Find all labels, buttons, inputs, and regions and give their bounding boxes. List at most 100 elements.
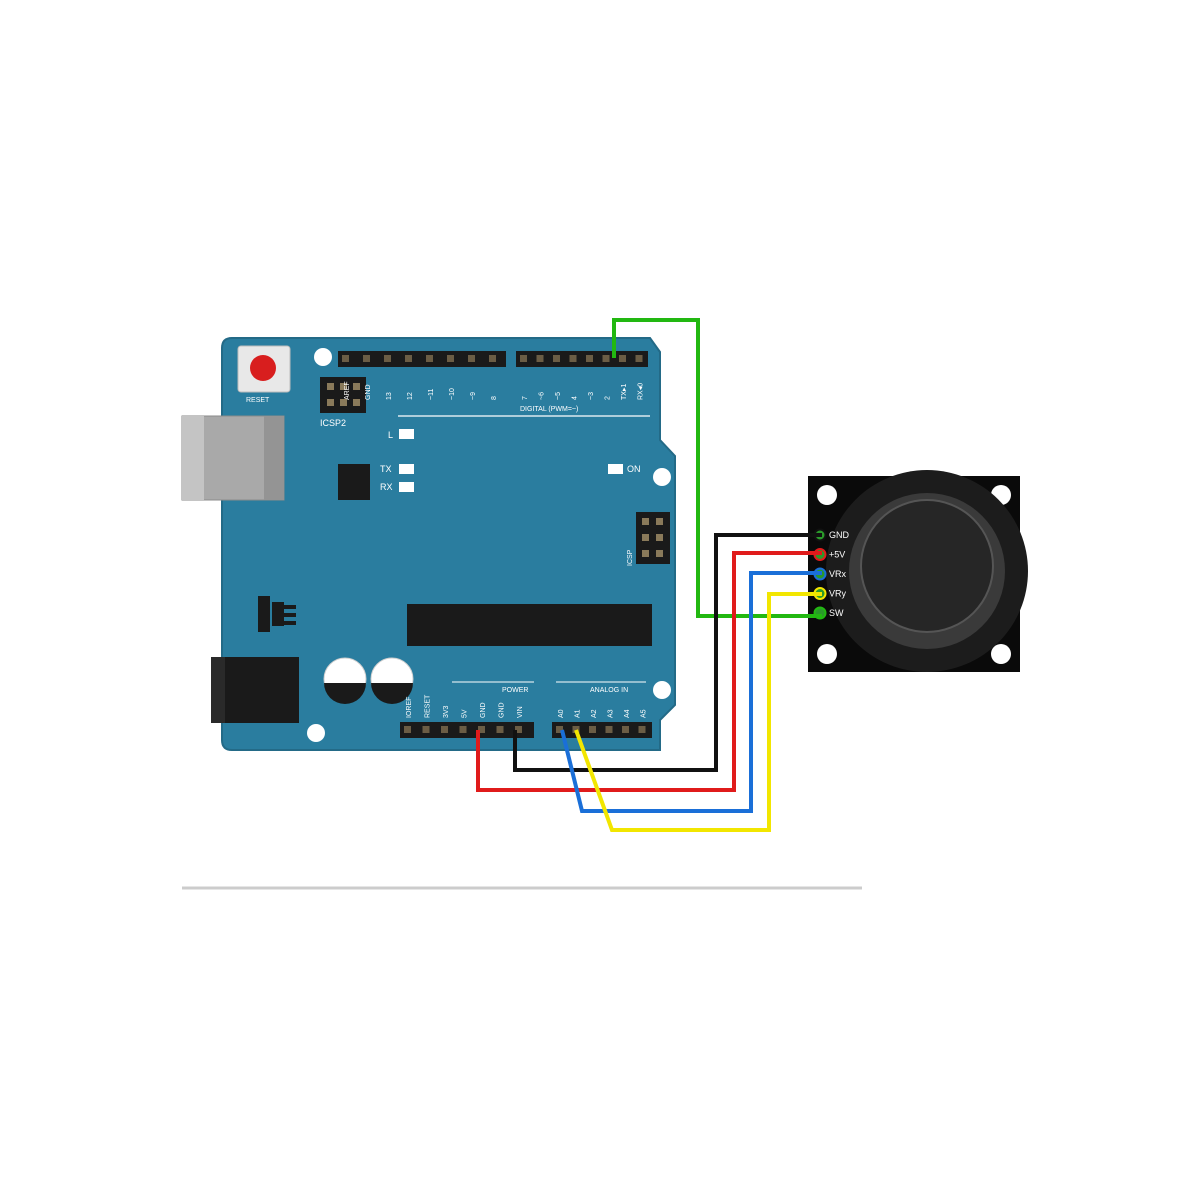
led-on-label: ON — [627, 464, 641, 474]
digital-pin[interactable] — [586, 355, 593, 362]
led-rx — [399, 482, 414, 492]
digital-pin-label: 8 — [491, 396, 498, 400]
power-pin[interactable] — [459, 726, 467, 733]
led-rx-label: RX — [380, 482, 393, 492]
analog-pin[interactable] — [572, 726, 580, 733]
digital-pin-label: TX▸1 — [621, 384, 628, 400]
power-pin-label: 3V3 — [443, 705, 450, 718]
power-pin-label: RESET — [425, 694, 432, 718]
digital-pin[interactable] — [363, 355, 370, 362]
digital-pin-label: RX◂0 — [638, 383, 645, 400]
icsp-header — [636, 512, 670, 564]
capacitor — [323, 657, 367, 704]
digital-pin[interactable] — [489, 355, 496, 362]
digital-pin[interactable] — [447, 355, 454, 362]
analog-pin[interactable] — [638, 726, 646, 733]
digital-pin[interactable] — [536, 355, 544, 362]
digital-header-left — [338, 351, 506, 367]
analog-pin-label: A0 — [558, 709, 565, 718]
digital-pin[interactable] — [520, 355, 527, 362]
digital-pin[interactable] — [468, 355, 475, 362]
digital-label: DIGITAL (PWM=~) — [520, 406, 578, 413]
digital-pin-label: 2 — [605, 396, 612, 400]
digital-pin[interactable] — [342, 355, 349, 362]
joystick-pin-label: +5V — [829, 550, 845, 560]
analog-pin-label: A1 — [575, 709, 582, 718]
mounting-hole — [817, 485, 837, 505]
digital-pin-label: ~11 — [428, 389, 435, 400]
digital-pin[interactable] — [619, 355, 626, 362]
led-tx-label: TX — [380, 464, 392, 474]
icsp2-label: ICSP2 — [320, 418, 346, 428]
analog-pin[interactable] — [556, 726, 563, 733]
wire-5v — [476, 551, 822, 792]
joystick-knob[interactable] — [860, 499, 994, 633]
power-pin-label: VIN — [517, 706, 524, 718]
joystick-pin-label: VRx — [829, 569, 847, 579]
digital-pin[interactable] — [384, 355, 391, 362]
analog-pin[interactable] — [605, 726, 613, 733]
power-pin[interactable] — [515, 726, 522, 733]
digital-pin[interactable] — [405, 355, 412, 362]
analog-pin-label: A3 — [608, 709, 615, 718]
power-pin[interactable] — [496, 726, 504, 733]
joystick-pin-label: VRy — [829, 589, 847, 599]
digital-pin[interactable] — [426, 355, 433, 362]
mounting-hole — [991, 644, 1011, 664]
capacitor — [370, 657, 414, 704]
led-l — [399, 429, 414, 439]
wire-vrx — [560, 571, 822, 813]
digital-pin-label: 7 — [522, 396, 529, 400]
power-pin-label: GND — [480, 702, 487, 718]
joystick-pin-label: GND — [829, 530, 850, 540]
digital-pin[interactable] — [569, 355, 577, 362]
led-l-label: L — [388, 430, 393, 440]
microcontroller-chip — [407, 604, 652, 646]
voltage-regulator — [258, 596, 296, 632]
digital-pin-label: ~5 — [555, 392, 562, 400]
power-pin-label: IOREF — [406, 697, 413, 718]
digital-pin-label: AREF — [344, 381, 351, 400]
analog-pin[interactable] — [622, 726, 629, 733]
digital-pin[interactable] — [553, 355, 560, 362]
board-outline — [221, 337, 676, 751]
dc-power-jack — [211, 657, 299, 723]
digital-pin-label: ~10 — [449, 388, 456, 400]
digital-pin-label: GND — [365, 384, 372, 400]
power-pin[interactable] — [422, 726, 430, 733]
reset-label: RESET — [246, 397, 270, 404]
mounting-hole — [307, 724, 325, 742]
joystick-pin-label: SW — [829, 608, 844, 618]
digital-pin-label: 4 — [572, 396, 579, 400]
reset-button[interactable] — [237, 345, 291, 393]
mounting-hole — [314, 348, 332, 366]
power-pin[interactable] — [404, 726, 411, 733]
wire-gnd — [513, 533, 822, 772]
power-pin[interactable] — [478, 726, 485, 733]
digital-pin[interactable] — [602, 355, 610, 362]
digital-pin-label: ~6 — [539, 392, 546, 400]
wire-sw — [612, 318, 822, 618]
usb-chip — [338, 464, 370, 500]
led-on — [608, 464, 623, 474]
wires — [476, 318, 822, 832]
power-label: POWER — [502, 687, 528, 694]
mounting-hole — [817, 644, 837, 664]
power-pin[interactable] — [441, 726, 448, 733]
digital-pin[interactable] — [635, 355, 643, 362]
power-pin-label: GND — [499, 702, 506, 718]
analog-header — [552, 722, 652, 738]
analog-pin[interactable] — [589, 726, 596, 733]
analog-pin-label: A4 — [624, 709, 631, 718]
icsp2-header — [320, 377, 366, 413]
digital-pin-label: 13 — [386, 392, 393, 400]
usb-port — [181, 415, 285, 501]
digital-pin-label: ~9 — [470, 392, 477, 400]
icsp-label: ICSP — [627, 549, 634, 566]
digital-pin-label: 12 — [407, 392, 414, 400]
analog-label: ANALOG IN — [590, 687, 628, 694]
digital-header-right — [516, 351, 648, 367]
